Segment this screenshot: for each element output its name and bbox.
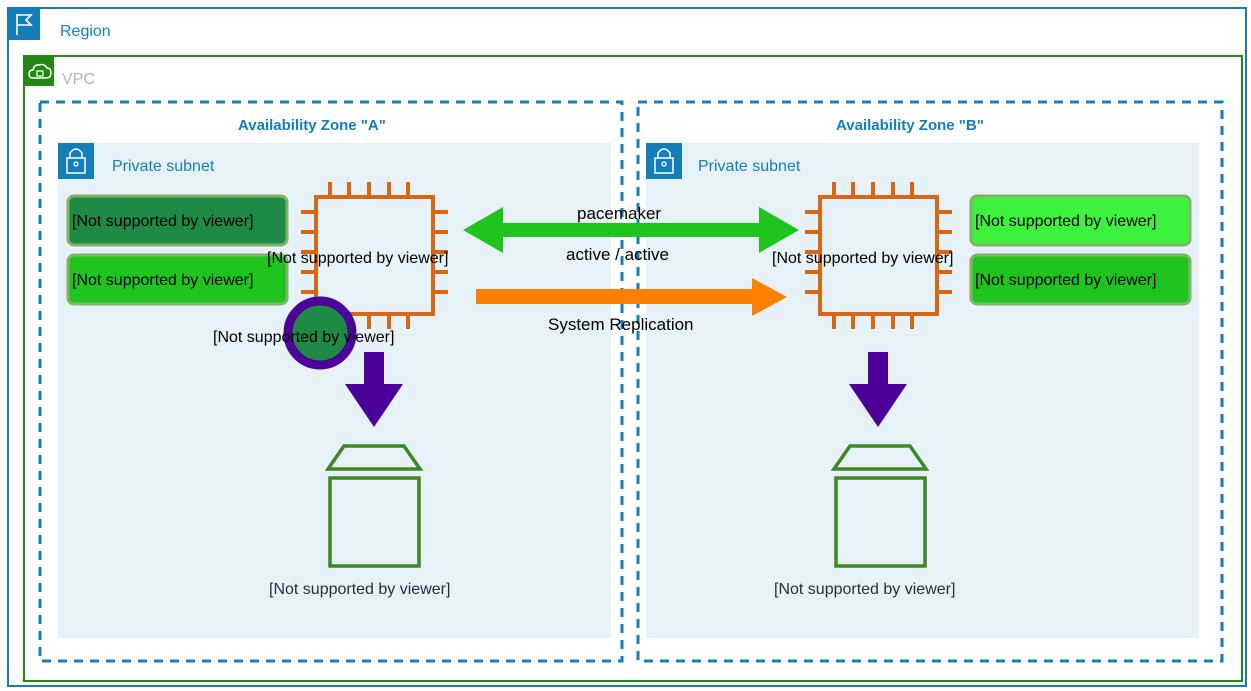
zone-title-a: Availability Zone "A": [238, 117, 386, 134]
badge-box-a1: [66, 194, 289, 247]
badge-label-b1: [Not supported by viewer]: [975, 213, 1157, 230]
flag-icon: [8, 8, 40, 40]
badge-label-a1: [Not supported by viewer]: [72, 213, 254, 230]
badge-label-a2: [Not supported by viewer]: [72, 272, 254, 289]
storage-label-b: [Not supported by viewer]: [774, 581, 956, 598]
cloud-lock-icon: [24, 56, 54, 86]
pacemaker-arrow: [463, 207, 799, 253]
badge-box-a2: [66, 253, 289, 306]
availability-zone-a: [38, 100, 624, 663]
subnet-title-a: Private subnet: [112, 158, 215, 175]
storage-bucket-icon: [830, 444, 930, 568]
region-title: Region: [60, 23, 111, 40]
subnet-title-b: Private subnet: [698, 158, 801, 175]
vpc-title: VPC: [62, 71, 95, 88]
region-container: [7, 7, 1247, 687]
lock-icon: [646, 143, 682, 179]
badge-label-b2: [Not supported by viewer]: [975, 272, 1157, 289]
badge-box-b1: [969, 194, 1192, 247]
status-marker: [283, 296, 357, 370]
availability-zone-b: [636, 100, 1224, 663]
zone-title-b: Availability Zone "B": [836, 117, 984, 134]
pacemaker-label: pacemaker: [577, 204, 662, 223]
replication-arrow: [476, 278, 787, 316]
badge-box-b2: [969, 253, 1192, 306]
lock-icon: [58, 143, 94, 179]
instance-label-b: [Not supported by viewer]: [772, 250, 954, 267]
active-active-label: active / active: [566, 245, 669, 264]
marker-label: [Not supported by viewer]: [213, 329, 395, 346]
down-arrow-a: [345, 352, 403, 427]
storage-label-a: [Not supported by viewer]: [269, 581, 451, 598]
instance-chip-icon: [805, 182, 952, 329]
vpc-container: [23, 55, 1243, 682]
instance-label-a: [Not supported by viewer]: [267, 250, 449, 267]
replication-label: System Replication: [548, 315, 694, 334]
storage-bucket-icon: [324, 444, 424, 568]
down-arrow-b: [849, 352, 907, 427]
